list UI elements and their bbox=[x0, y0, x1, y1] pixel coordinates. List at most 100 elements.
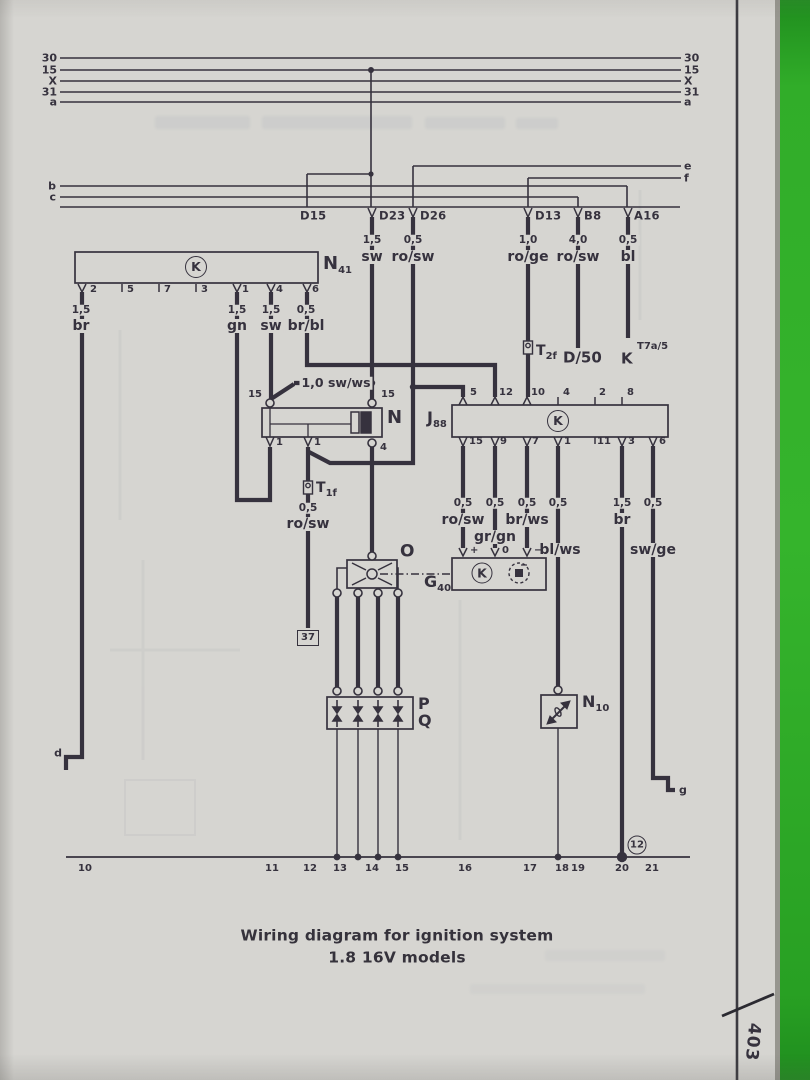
n41-pin: 6 bbox=[312, 284, 319, 295]
wire-color: sw/ge bbox=[628, 542, 678, 558]
wire-color: ro/sw bbox=[554, 249, 602, 265]
coil-winding-icon bbox=[269, 408, 372, 437]
j88-bottom-pin: 15 bbox=[469, 436, 483, 447]
g40-minus-label: − bbox=[534, 545, 543, 556]
coil-pin-1m: 1 bbox=[314, 437, 321, 448]
wire-color: sw bbox=[258, 318, 284, 334]
track-number: 12 bbox=[303, 863, 317, 874]
n41-pin: 7 bbox=[164, 284, 171, 295]
component-distributor-label: O bbox=[400, 541, 415, 562]
caption-line-2: 1.8 16V models bbox=[328, 948, 466, 967]
caption-line-1: Wiring diagram for ignition system bbox=[240, 926, 554, 945]
destination-k: K bbox=[621, 349, 633, 368]
connector-t2f-label: T2f bbox=[536, 343, 557, 362]
n10-adjuster-icon bbox=[546, 700, 571, 725]
wire-gauge: 0,5 bbox=[451, 496, 475, 509]
destination-t7a5: T7a/5 bbox=[637, 341, 669, 352]
g40-plus-label: + bbox=[470, 545, 479, 556]
wire-gauge: 0,5 bbox=[546, 496, 570, 509]
distributor-output-terminals bbox=[332, 551, 403, 598]
n41-pin: 4 bbox=[276, 284, 283, 295]
j88-pin-forks bbox=[458, 395, 658, 448]
g40-zero-label: 0 bbox=[502, 545, 509, 556]
n41-pin: 3 bbox=[201, 284, 208, 295]
wire-gauge: 0,5 bbox=[483, 496, 507, 509]
component-n10-label: N10 bbox=[582, 692, 610, 714]
distributor-rotor-icon bbox=[336, 558, 399, 589]
j88-bottom-pin: 9 bbox=[500, 436, 507, 447]
terminal-d23: D23 bbox=[379, 208, 406, 223]
bus-label-a-right: a bbox=[684, 95, 692, 109]
destination-d50: D/50 bbox=[563, 348, 602, 367]
circled-k-icon: K bbox=[547, 410, 569, 432]
green-book-edge bbox=[780, 0, 810, 1080]
coil-pin-15r: 15 bbox=[381, 389, 395, 400]
terminal-d26: D26 bbox=[420, 208, 447, 223]
j88-top-pin: 2 bbox=[599, 387, 606, 398]
coil-pin-4: 4 bbox=[380, 442, 387, 453]
bus-label-31-right: 31 bbox=[684, 85, 700, 99]
bus-label-c: c bbox=[49, 190, 56, 204]
bottom-track bbox=[66, 728, 690, 858]
component-p-label: P bbox=[418, 694, 430, 713]
component-n41-label: N41 bbox=[323, 253, 352, 276]
wire-color: gn bbox=[225, 318, 249, 334]
bus-label-30-left: 30 bbox=[41, 51, 57, 65]
bus-label-g: g bbox=[679, 783, 687, 797]
wire-gauge: 1,0 bbox=[516, 233, 540, 246]
circled-k-icon: K bbox=[471, 562, 493, 584]
wire-color: gr/gn bbox=[471, 529, 519, 545]
wire-label-swws: 1,0 sw/ws bbox=[299, 374, 373, 390]
rotated-page-rule bbox=[721, 992, 775, 1018]
track-connection-dots bbox=[333, 851, 628, 863]
circled-12-badge: 12 bbox=[627, 835, 647, 855]
bus-label-15-left: 15 bbox=[41, 63, 57, 77]
hall-sensor-icon bbox=[508, 562, 530, 584]
coil-pin-symbols bbox=[265, 398, 377, 448]
track-number: 11 bbox=[265, 863, 279, 874]
terminal-d13: D13 bbox=[535, 208, 562, 223]
j88-top-pin: 4 bbox=[563, 387, 570, 398]
bus-label-30-right: 30 bbox=[684, 51, 700, 65]
ground-point-37: 37 bbox=[297, 630, 319, 646]
coil-pin-15l: 15 bbox=[248, 389, 262, 400]
component-coil-label: N bbox=[387, 407, 403, 428]
j88-top-pin: 12 bbox=[499, 387, 513, 398]
bus-label-f: f bbox=[684, 171, 689, 185]
track-number: 10 bbox=[78, 863, 92, 874]
wire-color: ro/sw bbox=[439, 512, 487, 528]
j88-bottom-pin: 7 bbox=[532, 436, 539, 447]
terminal-d15: D15 bbox=[300, 208, 327, 223]
wire-color: sw bbox=[359, 249, 385, 265]
wire-color: ro/ge bbox=[505, 249, 551, 265]
page-edge-shadow bbox=[775, 0, 780, 1080]
bus-label-31-left: 31 bbox=[41, 85, 57, 99]
component-g40-label: G40 bbox=[424, 572, 452, 594]
connector-t1f-label: T1f bbox=[316, 480, 337, 499]
component-q-label: Q bbox=[418, 711, 432, 730]
n41-pin: 5 bbox=[127, 284, 134, 295]
bus-label-b: b bbox=[48, 179, 56, 193]
coil-pin-1l: 1 bbox=[276, 437, 283, 448]
j88-bottom-pin: 1 bbox=[564, 436, 571, 447]
wire-gauge: 0,5 bbox=[641, 496, 665, 509]
g40-entry-forks bbox=[458, 547, 532, 558]
bus-lines bbox=[60, 57, 681, 208]
wires-thick bbox=[63, 217, 675, 855]
wire-color: br bbox=[611, 512, 633, 528]
j88-bottom-pin: 11 bbox=[597, 436, 611, 447]
wire-gauge: 1,5 bbox=[610, 496, 634, 509]
track-number: 15 bbox=[395, 863, 409, 874]
wire-gauge: 0,5 bbox=[401, 233, 425, 246]
j88-bottom-pin: 6 bbox=[659, 436, 666, 447]
spark-gap-icons bbox=[331, 700, 404, 727]
wire-color: br/bl bbox=[285, 318, 327, 334]
bus-junction-dots bbox=[368, 67, 374, 177]
j88-top-pin: 8 bbox=[627, 387, 634, 398]
track-number: 21 bbox=[645, 863, 659, 874]
track-number: 17 bbox=[523, 863, 537, 874]
bleed-through-artifacts bbox=[155, 116, 665, 994]
n41-pin-forks bbox=[77, 283, 312, 294]
terminal-b8: B8 bbox=[584, 208, 602, 223]
track-number: 19 bbox=[571, 863, 585, 874]
